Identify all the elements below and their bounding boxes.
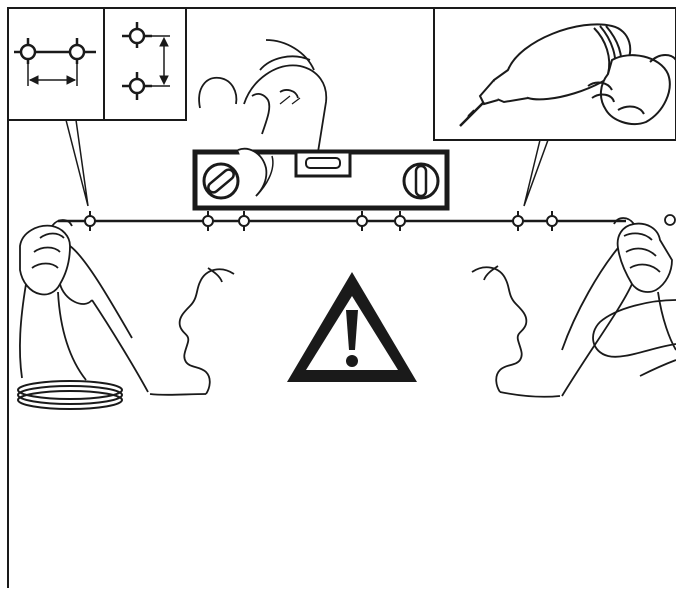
drill-panel <box>434 8 676 140</box>
left-hand-icon <box>20 220 148 392</box>
horizontal-spacing-panel <box>8 8 104 120</box>
hole-marker <box>357 211 367 231</box>
hole-marker <box>203 211 213 231</box>
drill-callout-pointer <box>524 140 548 206</box>
loose-cable-icon <box>593 300 676 376</box>
hole-marker <box>85 211 95 231</box>
hole-marker <box>239 211 249 231</box>
panel-callout-pointer <box>66 120 88 206</box>
hand-holding-level-icon <box>199 40 326 152</box>
right-person-profile-icon <box>472 266 560 397</box>
hole-marker <box>395 211 405 231</box>
spirit-level-icon <box>195 149 447 208</box>
warning-triangle-icon <box>287 272 417 382</box>
cable-coil-icon <box>18 381 122 409</box>
hole-marker <box>547 211 557 231</box>
right-hand-icon <box>562 215 676 396</box>
left-person-profile-icon <box>150 268 234 395</box>
hole-marker <box>513 211 523 231</box>
vertical-spacing-panel <box>104 8 186 120</box>
